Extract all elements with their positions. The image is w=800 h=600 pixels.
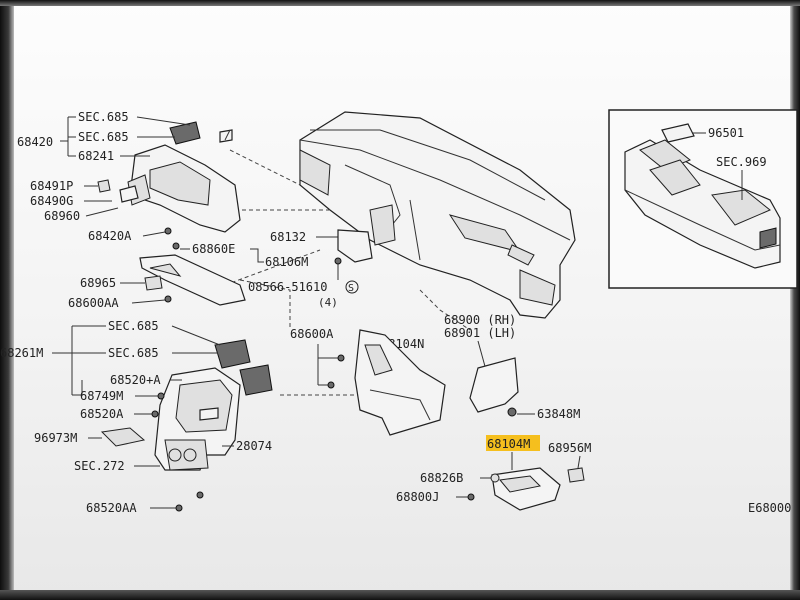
label-68800j: 68800J [396,490,439,504]
label-sec685-c: SEC.685 [108,319,159,333]
figure-code: E68000 [748,501,791,515]
bracket-68261m [52,325,106,396]
screw-68800j [467,493,475,501]
label-68520aa: 68520AA [86,501,137,515]
label-96973m: 96973M [34,431,77,445]
label-sec685-a: SEC.685 [78,110,129,124]
leader-68960 [85,207,119,217]
label-68490g: 68490G [30,194,73,208]
screw-68600a-1 [337,354,345,362]
leader-68956m [577,455,581,469]
screw-68600a-2 [327,381,335,389]
label-68104m[interactable]: 68104M [487,437,530,451]
assembly-line-d [239,279,291,330]
console-part [624,123,781,269]
bracket-upper-part [369,204,396,246]
label-68132: 68132 [270,230,306,244]
monitor-bezel-right [790,0,800,600]
leader-68600aa [131,299,166,304]
label-68600a: 68600A [290,327,334,341]
label-68420: 68420 [17,135,53,149]
label-96501: 96501 [708,126,744,140]
center-cluster-part [154,339,273,471]
label-68900: 68900 (RH) [444,313,516,327]
label-28074: 28074 [236,439,272,453]
label-68826b: 68826B [420,471,463,485]
instrument-panel [299,111,576,319]
lower-cover-detail [149,263,182,277]
label-sec272: SEC.272 [74,459,125,473]
screw-08566 [334,257,342,265]
clip-68491p [97,179,111,193]
side-panel-68900 [469,357,519,413]
console-inset: 96501 SEC.969 [608,109,798,289]
knee-cover-line [369,389,431,421]
assembly-line-a [229,149,301,186]
leader-68420a [142,231,166,237]
leader-sec685-c [171,325,221,346]
clip-68749m [157,392,165,400]
label-68106m: 68106M [265,255,308,269]
label-68420a: 68420A [88,229,132,243]
monitor-bezel-top [0,0,800,6]
clip-68826b [490,473,500,483]
label-sec969: SEC.969 [716,155,767,169]
leader-68106m [250,248,264,263]
label-68956m: 68956M [548,441,591,455]
clip-68956m [567,467,585,483]
highlight-68104m [486,435,540,451]
bracket-68420 [60,116,76,157]
label-68960: 68960 [44,209,80,223]
label-68749m: 68749M [80,389,123,403]
label-68241: 68241 [78,149,114,163]
label-63848m: 63848M [537,407,580,421]
pad-68965 [144,275,163,291]
label-68600aa: 68600AA [68,296,119,310]
leader-sec685-a [136,116,191,126]
leader-clip [224,129,231,141]
leader-68600a [317,344,338,386]
monitor-bezel-left [0,0,14,600]
bracket-68132-part [337,229,373,263]
label-68965: 68965 [80,276,116,290]
label-08566: 08566-51610 [248,280,327,294]
label-68261m: 68261M [0,346,43,360]
s-circle-08566 [345,280,359,294]
screw-68520aa-b [196,491,204,499]
label-68901: 68901 (LH) [444,326,516,340]
assembly-line-c [224,249,321,286]
leader-68900 [477,340,487,371]
cluster-lid-part [119,121,241,233]
cover-68104m-detail [499,475,542,493]
label-68520a: 68520A [80,407,124,421]
label-08566-qty: (4) [318,296,338,309]
label-68860e: 68860E [192,242,235,256]
label-68491p: 68491P [30,179,73,193]
screw-68420a [164,227,172,235]
label-68520a-plus: 68520+A [110,373,161,387]
screw-68600aa [164,295,172,303]
screw-68520aa [175,504,183,512]
monitor-bezel-bottom [0,590,800,600]
label-08566-s: S [348,283,354,294]
assembly-line-f [419,289,471,331]
screw-68520a [151,410,159,418]
label-sec685-b: SEC.685 [78,130,129,144]
label-sec685-d: SEC.685 [108,346,159,360]
knee-cover-detail [364,344,393,376]
clip-63848m [507,407,517,417]
pad-96973m [100,427,146,447]
clip-68860e [172,242,180,250]
